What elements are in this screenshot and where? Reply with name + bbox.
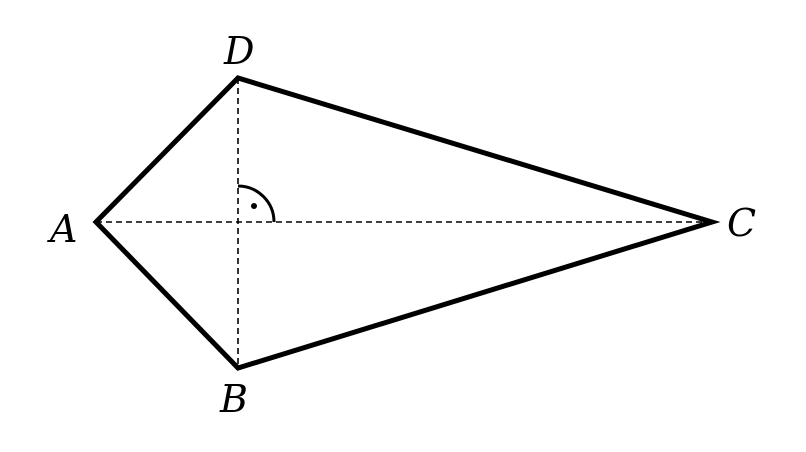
kite-outline (92, 75, 721, 371)
vertex-label-b: B (219, 377, 248, 421)
right-angle-arc (237, 184, 276, 223)
vertex-label-c: C (727, 201, 756, 245)
vertex-label-a: A (47, 207, 77, 251)
right-angle-dot (251, 203, 257, 209)
vertex-label-d: D (223, 29, 254, 73)
